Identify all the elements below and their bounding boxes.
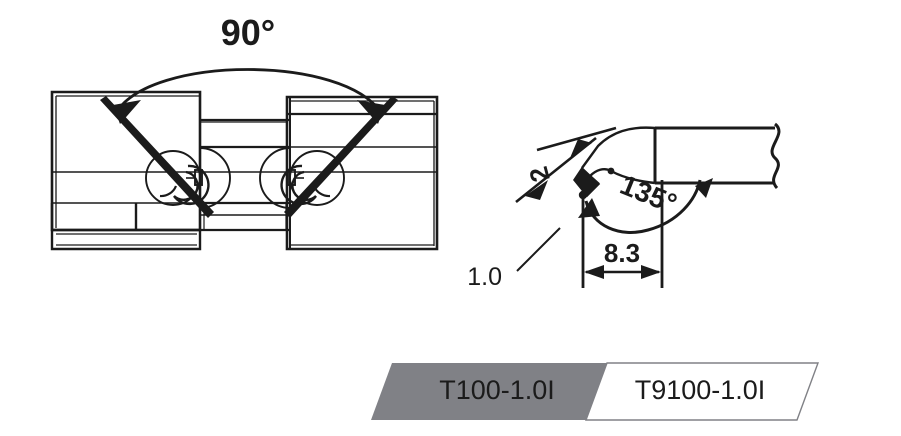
side-view: 2 135° 8.3 1.0 <box>467 122 781 291</box>
part-number-secondary-shape[interactable] <box>584 362 820 421</box>
dim-8-3-dimension: 8.3 <box>581 180 664 288</box>
part-number-primary-label: T100-1.0I <box>439 375 555 405</box>
right-coil <box>280 150 345 206</box>
angle-90-dimension <box>100 68 398 218</box>
dim-8-3-label: 8.3 <box>604 238 640 268</box>
part-number-primary-shape[interactable] <box>371 363 617 420</box>
angle-135-dimension: 135° <box>578 169 713 234</box>
dim-1-0-leader: 1.0 <box>467 227 561 291</box>
part-number-secondary-label: T9100-1.0I <box>635 375 766 405</box>
right-block <box>285 95 439 251</box>
bent-tip <box>573 126 656 200</box>
part-number-banner: T100-1.0I T9100-1.0I <box>371 362 820 421</box>
center-bridge <box>199 92 291 249</box>
angle-90-label: 90° <box>221 12 275 53</box>
left-half-circle-slot <box>186 147 231 209</box>
shaft <box>653 126 775 185</box>
dim-2-dimension: 2 <box>515 126 617 204</box>
dim-1-0-label: 1.0 <box>467 263 502 291</box>
break-line <box>770 122 781 190</box>
angle-135-label: 135° <box>616 169 681 219</box>
front-view: 90° <box>50 12 439 251</box>
dim-2-label: 2 <box>523 163 556 185</box>
